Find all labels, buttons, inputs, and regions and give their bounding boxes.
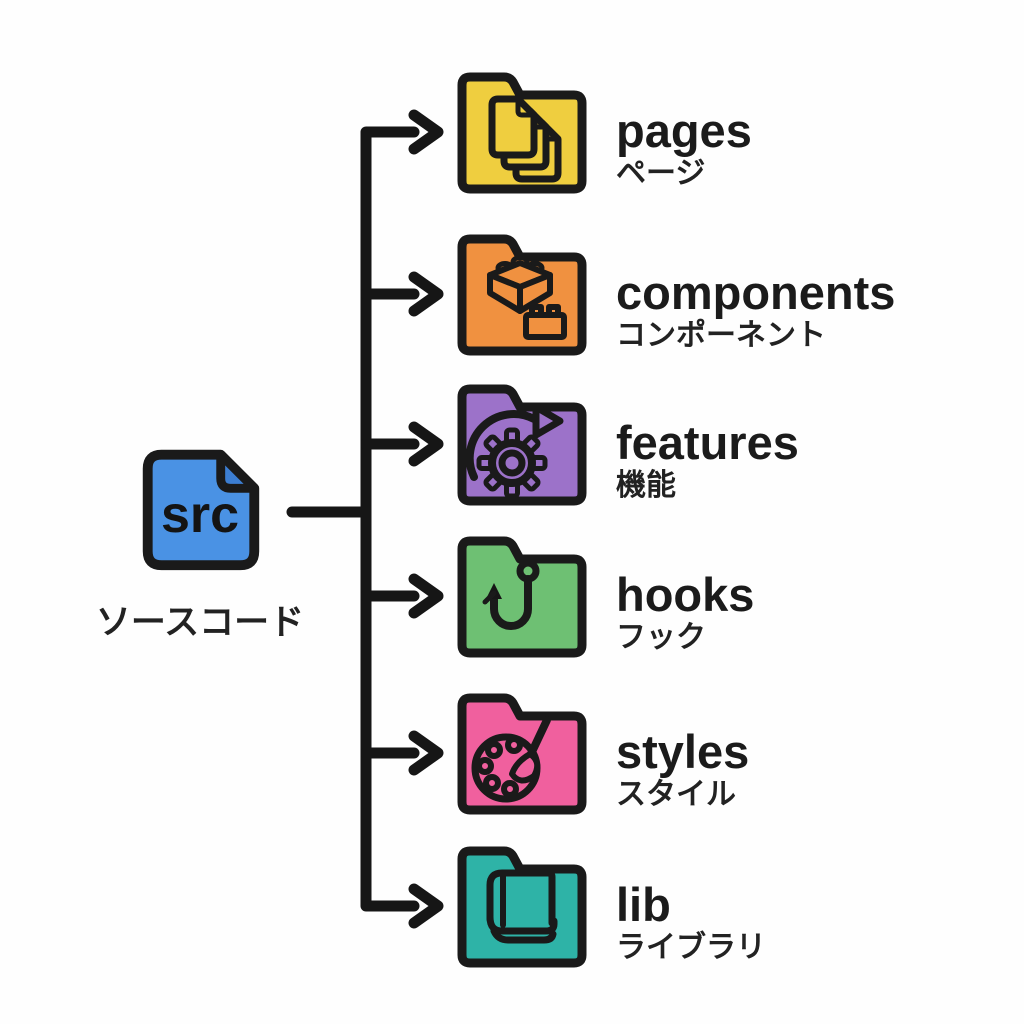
lib-folder-icon — [457, 846, 587, 968]
pages-folder-icon — [457, 72, 587, 194]
folder-name-ja: スタイル — [616, 778, 736, 812]
fishhook-icon — [482, 559, 540, 630]
folder-name: components — [616, 266, 896, 320]
styles-folder-icon — [457, 693, 587, 815]
root-label-ja: ソースコード — [95, 603, 305, 642]
components-folder-icon — [457, 234, 587, 356]
arrowhead-icon — [408, 730, 444, 776]
node-labels: lib ライブラリ — [616, 880, 766, 966]
lego-brick-icon — [487, 255, 567, 340]
folder-name-ja: ライブラリ — [616, 931, 766, 965]
folder-name: features — [616, 416, 799, 470]
connector-group — [286, 109, 444, 929]
node-labels: hooks フック — [616, 570, 754, 656]
node-labels: pages ページ — [616, 106, 752, 192]
gear-arrow-icon — [465, 403, 564, 499]
features-folder-icon — [457, 384, 587, 506]
tree-node-styles: styles スタイル — [452, 690, 749, 816]
node-labels: styles スタイル — [616, 727, 749, 813]
hooks-folder-icon — [457, 536, 587, 658]
folder-name: styles — [616, 725, 750, 779]
folder-name: lib — [616, 878, 671, 932]
file-icon — [142, 449, 260, 571]
node-labels: components コンポーネント — [616, 268, 895, 354]
folder-name-ja: 機能 — [616, 469, 676, 503]
trunk-line — [360, 126, 420, 912]
folder-name-ja: コンポーネント — [616, 319, 826, 353]
folded-corner — [216, 450, 259, 493]
source-file-icon: src — [126, 434, 274, 584]
root-label: src — [160, 486, 240, 544]
tree-node-components: components コンポーネント — [452, 231, 895, 357]
root-node-src: src ソースコード — [84, 434, 316, 645]
stacked-documents-icon — [488, 95, 562, 183]
tree-node-pages: pages ページ — [452, 69, 752, 195]
folder-name: hooks — [616, 568, 755, 622]
arrowhead-icon — [408, 421, 444, 467]
arrowhead-icon — [408, 883, 444, 929]
folder-name-ja: フック — [616, 621, 706, 655]
folder-name-ja: ページ — [616, 157, 706, 191]
tree-node-features: features 機能 — [452, 381, 799, 507]
tree-node-lib: lib ライブラリ — [452, 843, 766, 969]
node-labels: features 機能 — [616, 418, 799, 504]
arrowhead-icon — [408, 109, 444, 155]
arrowhead-icon — [408, 573, 444, 619]
folder-name: pages — [616, 104, 752, 158]
book-icon — [486, 869, 558, 944]
tree-node-hooks: hooks フック — [452, 533, 754, 659]
arrowhead-icon — [408, 271, 444, 317]
palette-brush-icon — [471, 716, 551, 803]
